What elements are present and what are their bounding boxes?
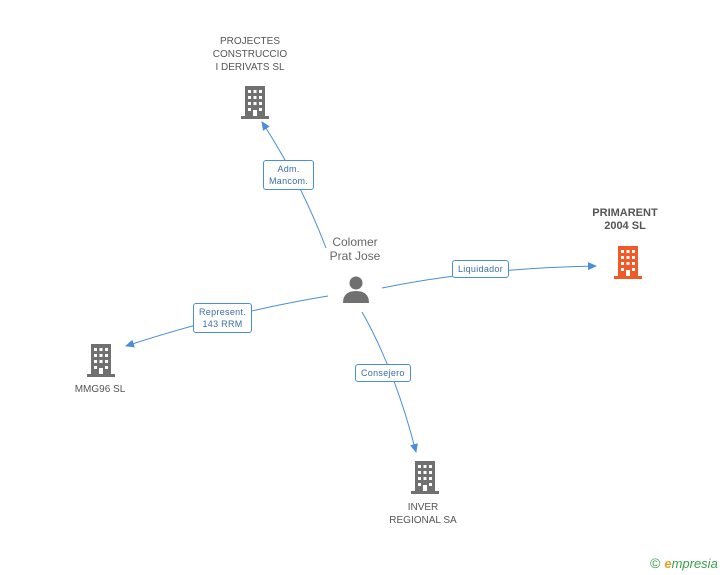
brand-logo-text: mpresia (671, 556, 718, 571)
company-label-projectes[interactable]: PROJECTES CONSTRUCCIO I DERIVATS SL (212, 36, 288, 73)
brand-footer[interactable]: ©empresia (650, 555, 718, 571)
person-icon[interactable] (341, 274, 371, 304)
building-icon[interactable] (239, 84, 271, 120)
brand-logo-initial: e (664, 556, 672, 571)
building-icon[interactable] (409, 459, 441, 495)
edge-label-consejero: Consejero (355, 364, 411, 382)
company-label-mmg96[interactable]: MMG96 SL (74, 384, 126, 395)
company-label-inver[interactable]: INVER REGIONAL SA (389, 502, 457, 526)
copyright-symbol: © (650, 555, 661, 571)
edge-label-liquidador: Liquidador (452, 260, 510, 278)
edge-label-adm-mancom: Adm. Mancom. (263, 160, 315, 190)
building-icon[interactable] (612, 244, 644, 280)
company-label-primarent[interactable]: PRIMARENT 2004 SL (592, 207, 658, 232)
edge-to-inver (361, 311, 418, 453)
edge-label-represent: Represent. 143 RRM (193, 303, 253, 333)
building-icon[interactable] (85, 342, 117, 378)
person-name-label[interactable]: Colomer Prat Jose (329, 235, 381, 263)
